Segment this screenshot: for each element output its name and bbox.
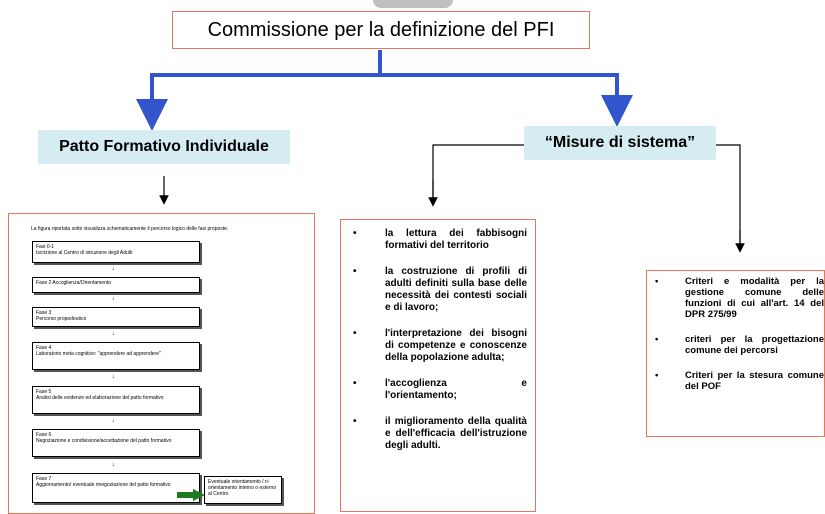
phase-box: Fase 7 Aggiornamento/ eventuale rinegozi… [32, 473, 200, 503]
patto-formativo-label: Patto Formativo Individuale [38, 130, 290, 164]
down-arrow-icon: ↓ [111, 296, 115, 302]
phase-box: Fase 2 Accoglienza/Orientamento [32, 277, 200, 293]
list-item: •l'accoglienza e l'orientamento; [353, 378, 527, 401]
figure-caption: La figura riportata sotto visualizza sch… [31, 226, 229, 232]
list-item: •Criteri e modalità per la gestione comu… [655, 276, 824, 320]
green-arrow-icon [177, 489, 205, 501]
list-item: •Criteri per la stesura comune del POF [655, 370, 824, 392]
list-item: •l'interpretazione dei bisogni di compet… [353, 328, 527, 363]
phase-box: Fase 5 Analisi delle evidenze ed elabora… [32, 386, 200, 414]
list-item: •la lettura dei fabbisogni formativi del… [353, 228, 527, 251]
down-arrow-icon: ↓ [111, 374, 115, 380]
logo-image [373, 0, 453, 8]
down-arrow-icon: ↓ [111, 331, 115, 337]
misure-di-sistema-label: “Misure di sistema” [524, 126, 716, 160]
phase-box: Fase 4 Laboratorio meta cognitivo: "appr… [32, 342, 200, 370]
phase-box: Fase 3 Percorso propedeutico [32, 307, 200, 327]
list-item: •la costruzione di profili di adulti def… [353, 266, 527, 313]
orientation-note-box: Eventuale orientamento / ri-orientamento… [204, 476, 282, 504]
phase-box: Fasi 0-1 Iscrizione al Centro di istruzi… [32, 241, 200, 263]
down-arrow-icon: ↓ [111, 418, 115, 424]
phases-figure: La figura riportata sotto visualizza sch… [8, 213, 315, 514]
list-item: •il miglioramento della qualità e dell'e… [353, 416, 527, 451]
list-item: •criteri per la progettazione comune dei… [655, 334, 824, 356]
down-arrow-icon: ↓ [111, 266, 115, 272]
right-criteria-list: •Criteri e modalità per la gestione comu… [646, 270, 825, 437]
commission-title-box: Commissione per la definizione del PFI [172, 11, 590, 49]
phase-box: Fase 6 Negoziazione e condivisione/accet… [32, 429, 200, 457]
down-arrow-icon: ↓ [111, 462, 115, 468]
middle-measures-list: •la lettura dei fabbisogni formativi del… [340, 219, 536, 512]
